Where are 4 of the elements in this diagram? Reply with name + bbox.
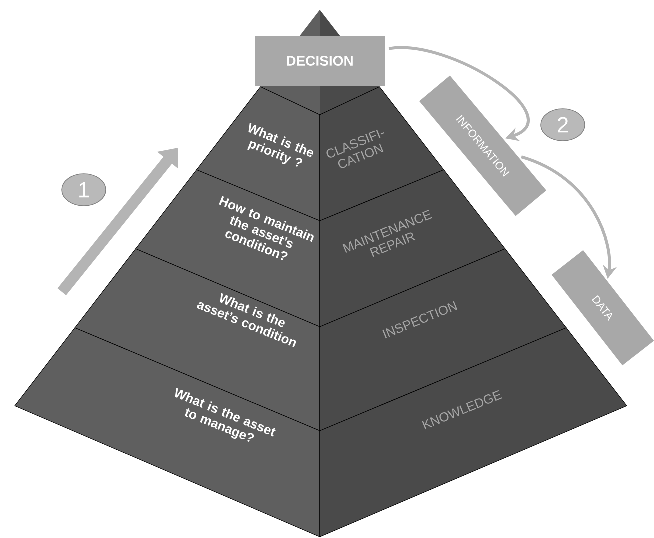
label-box: DECISION [255, 36, 385, 86]
number-badge: 1 [62, 174, 106, 206]
curved-arrow [389, 46, 530, 142]
number-badge: 2 [540, 108, 586, 142]
